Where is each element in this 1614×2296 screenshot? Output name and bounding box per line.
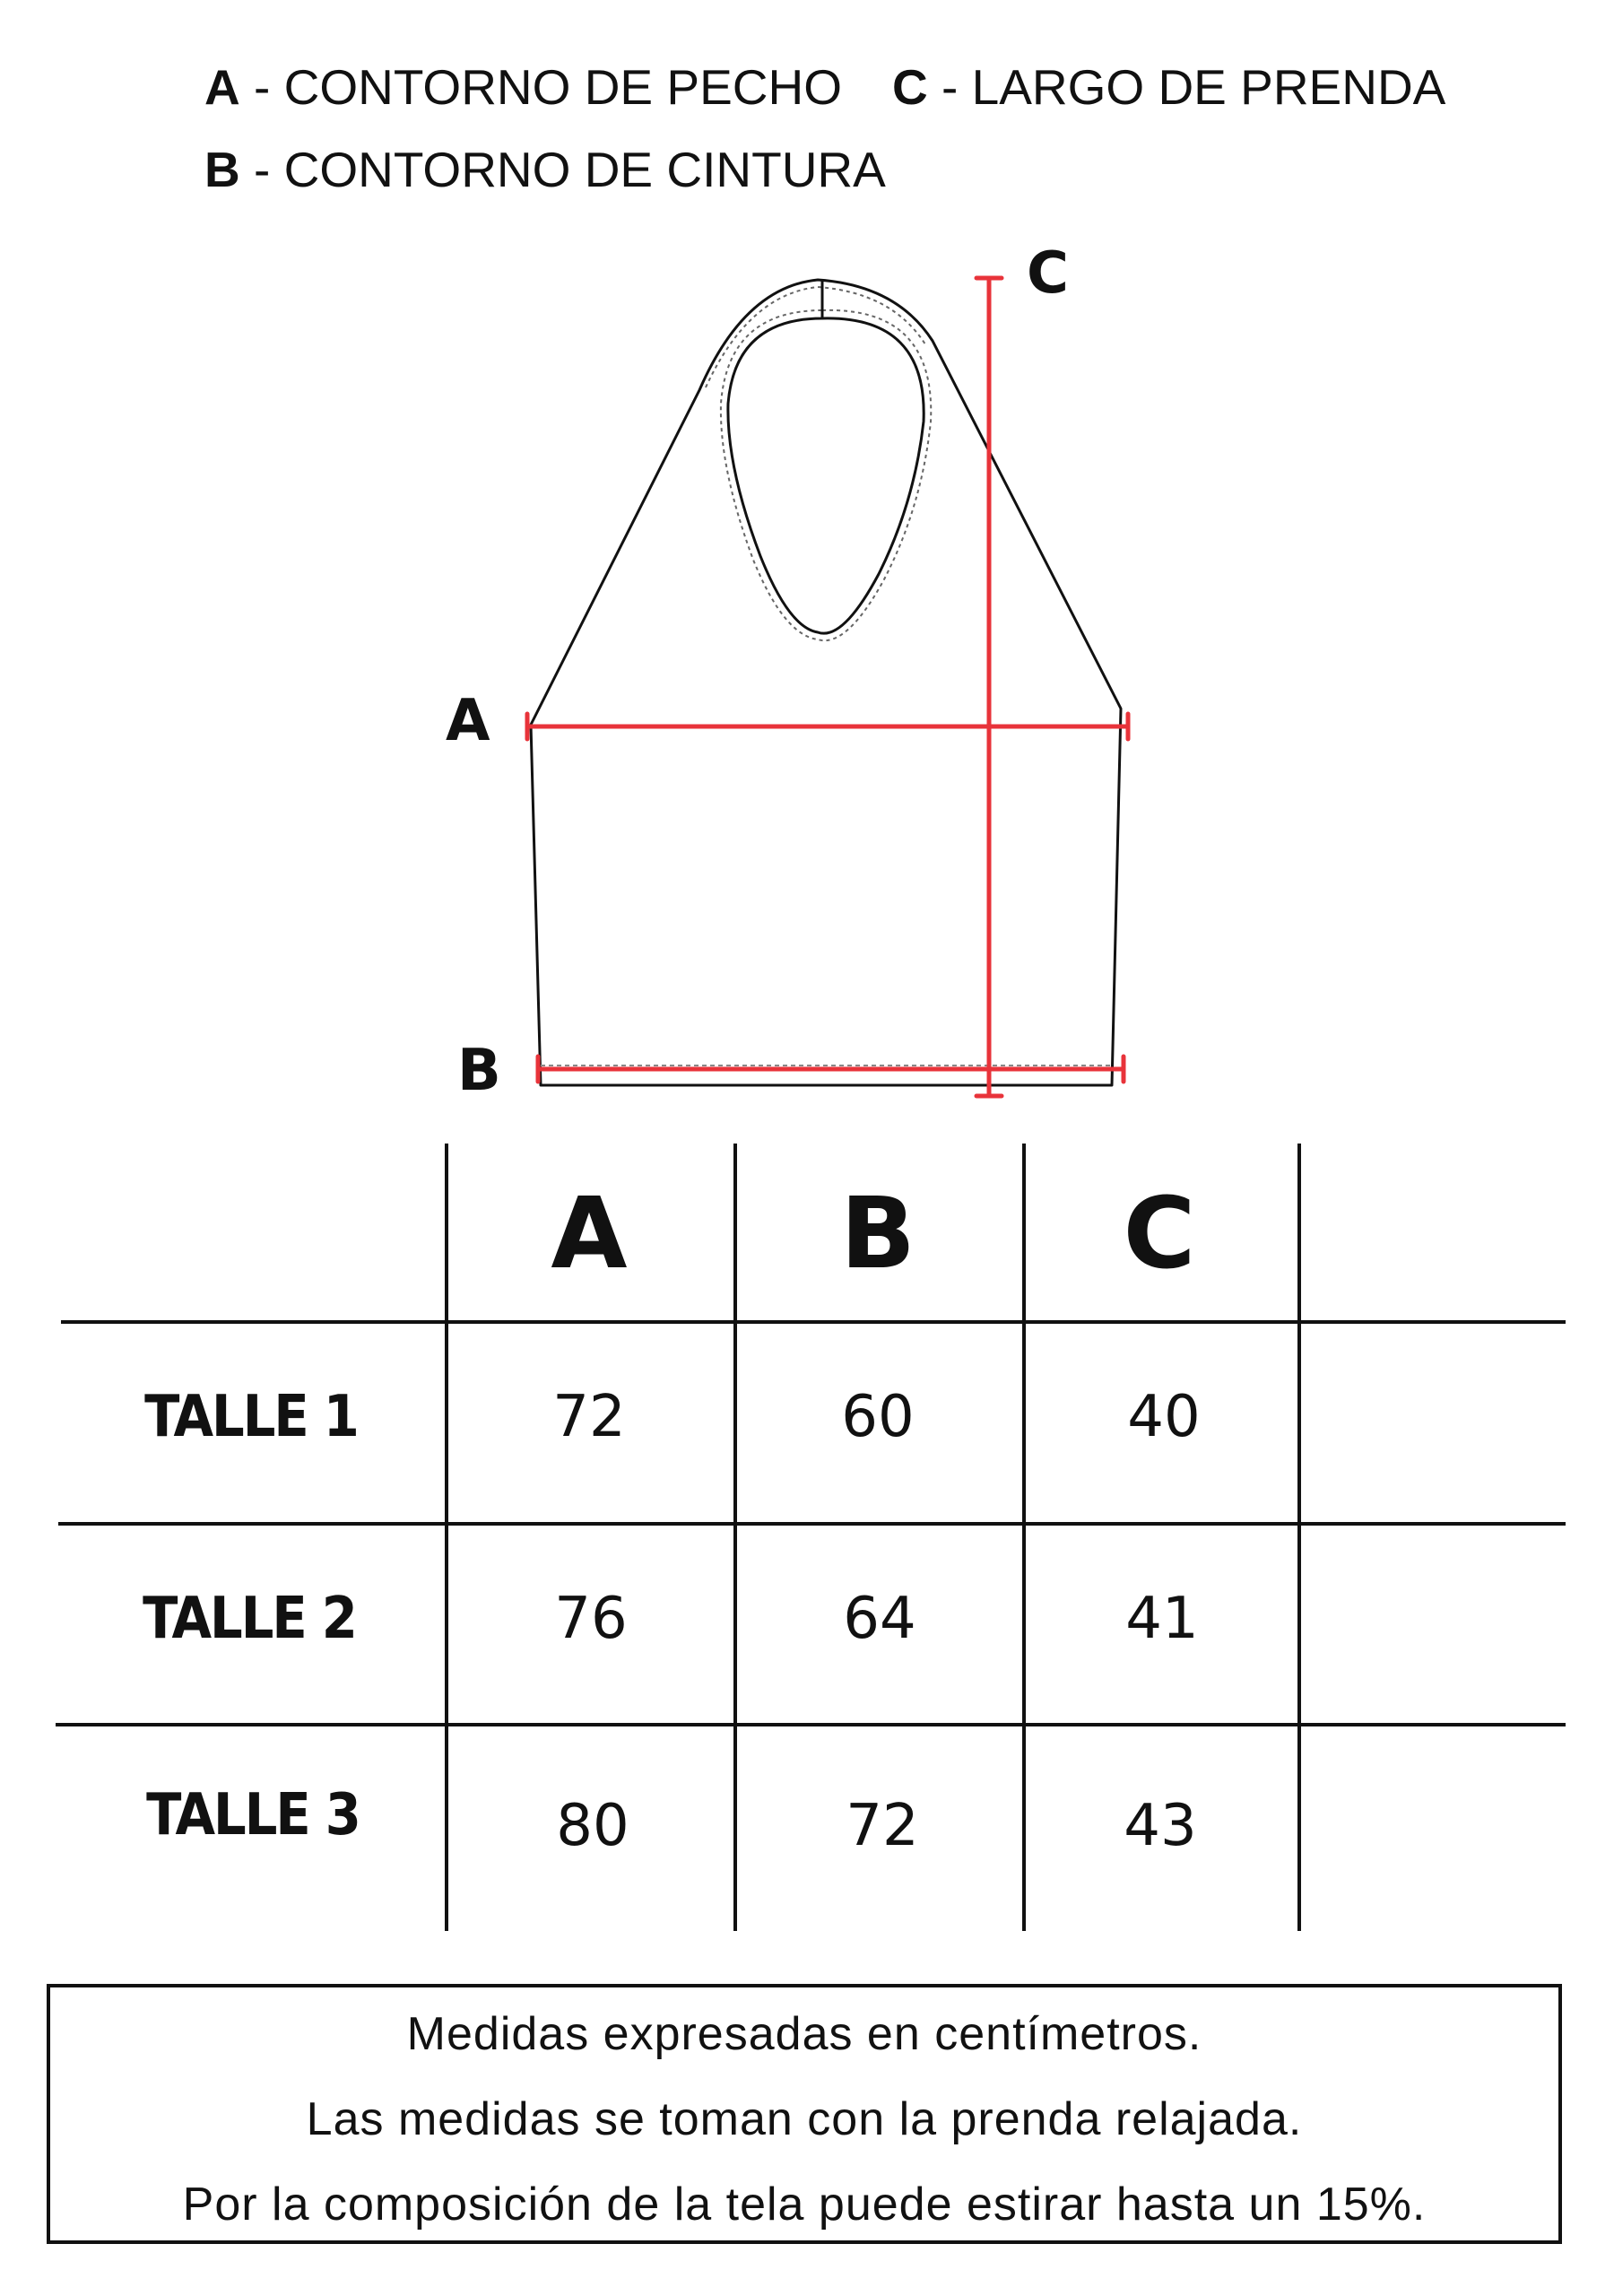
legend-waist: B - CONTORNO DE CINTURA [204, 145, 886, 195]
table-divider-v4 [1297, 1144, 1301, 1931]
column-header-a: A [551, 1176, 628, 1291]
cell-talle-2-a: 76 [554, 1586, 628, 1652]
measure-lines [525, 275, 1131, 1099]
note-relaxed: Las medidas se toman con la prenda relaj… [306, 2093, 1303, 2145]
legend-letter-c: C [892, 59, 928, 115]
cell-talle-1-a: 72 [552, 1384, 626, 1450]
table-divider-h2 [58, 1522, 1566, 1526]
diagram-label-b: B [457, 1038, 501, 1104]
legend-length: C - LARGO DE PRENDA [892, 63, 1445, 112]
table-divider-v2 [733, 1144, 737, 1931]
cell-talle-1-b: 60 [841, 1384, 915, 1450]
legend-chest: A - CONTORNO DE PECHO [204, 63, 842, 112]
legend-letter-a: A [204, 59, 240, 115]
table-divider-h3 [56, 1723, 1566, 1726]
note-units: Medidas expresadas en centímetros. [406, 2008, 1202, 2060]
row-header-talle-2: TALLE 2 [143, 1586, 358, 1652]
cell-talle-2-c: 41 [1125, 1586, 1199, 1652]
diagram-label-a: A [446, 688, 490, 754]
cell-talle-3-a: 80 [556, 1793, 629, 1859]
row-header-talle-3: TALLE 3 [146, 1782, 361, 1848]
legend-text-b: - CONTORNO DE CINTURA [239, 142, 886, 197]
cell-talle-2-b: 64 [843, 1586, 916, 1652]
notes-box: Medidas expresadas en centímetros. Las m… [47, 1984, 1562, 2244]
legend-text-c: - LARGO DE PRENDA [927, 59, 1446, 115]
row-header-talle-1: TALLE 1 [144, 1384, 360, 1450]
legend-text-a: - CONTORNO DE PECHO [239, 59, 842, 115]
cell-talle-1-c: 40 [1127, 1384, 1201, 1450]
garment-outline [529, 278, 1123, 1087]
column-header-b: B [840, 1176, 915, 1291]
diagram-label-c: C [1027, 240, 1069, 307]
table-divider-v3 [1022, 1144, 1026, 1931]
legend-letter-b: B [204, 142, 240, 197]
table-divider-v1 [445, 1144, 448, 1931]
table-divider-h1 [61, 1320, 1566, 1324]
cell-talle-3-b: 72 [846, 1793, 919, 1859]
garment-diagram [525, 275, 1131, 1099]
column-header-c: C [1123, 1176, 1196, 1291]
cell-talle-3-c: 43 [1124, 1793, 1197, 1859]
note-stretch: Por la composición de la tela puede esti… [182, 2179, 1427, 2231]
